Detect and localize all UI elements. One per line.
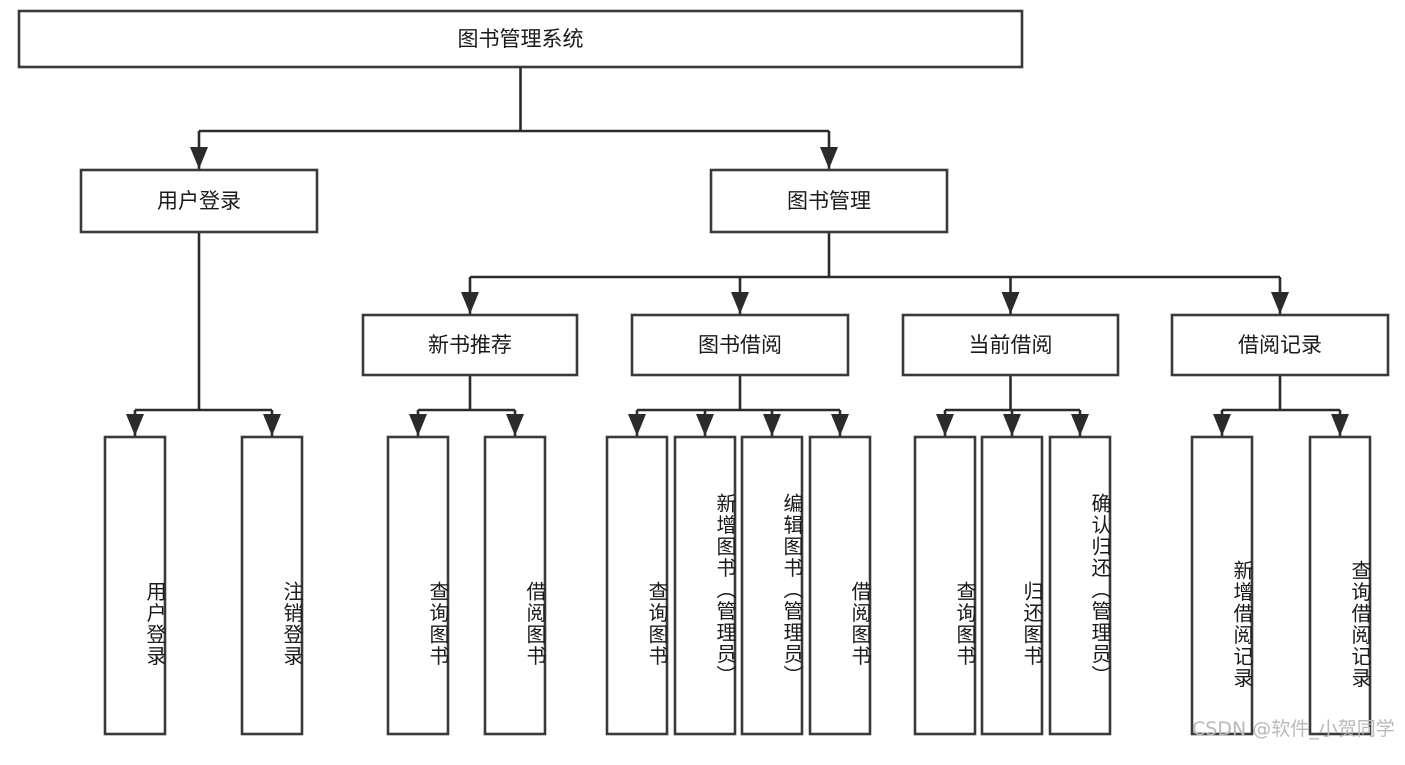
arrow-head-icon: [1001, 292, 1020, 314]
arrow-head-icon: [190, 147, 208, 169]
node-leaf-add-book[interactable]: [673, 435, 737, 736]
arrow-head-icon: [1213, 414, 1231, 436]
node-leaf-borrow-book-1[interactable]: [483, 435, 547, 736]
arrow-head-icon: [820, 147, 838, 169]
node-leaf-borrow-book-2[interactable]: [808, 435, 872, 736]
node-user-login-label: 用户登录: [157, 189, 241, 213]
arrow-head-icon: [831, 414, 849, 436]
node-book-manage[interactable]: [709, 168, 949, 234]
arrow-head-icon: [409, 414, 427, 436]
arrow-head-icon: [1331, 414, 1349, 436]
node-new-book-rec-label: 新书推荐: [428, 333, 512, 357]
node-root[interactable]: [17, 9, 1024, 69]
node-book-manage-label: 图书管理: [787, 189, 871, 213]
arrow-head-icon: [506, 414, 524, 436]
arrow-head-icon: [763, 414, 781, 436]
arrow-head-icon: [1271, 292, 1289, 314]
node-leaf-query-record[interactable]: [1308, 435, 1372, 736]
functional-structure-diagram: 图书管理系统用户登录图书管理新书推荐图书借阅当前借阅借阅记录 用户登录注销登录查…: [17, 9, 1395, 740]
node-current-borrow[interactable]: [901, 313, 1120, 377]
arrow-head-icon: [628, 414, 646, 436]
boxes-layer: [17, 9, 1390, 736]
csdn-watermark: CSDN @软件_小贺同学: [1192, 718, 1395, 740]
arrow-head-icon: [1003, 414, 1021, 436]
node-leaf-edit-book[interactable]: [740, 435, 804, 736]
arrow-head-icon: [696, 414, 714, 436]
node-root-label: 图书管理系统: [458, 27, 584, 51]
arrow-head-icon: [1071, 414, 1089, 436]
node-book-borrow[interactable]: [630, 313, 850, 377]
node-borrow-record[interactable]: [1170, 313, 1390, 377]
arrow-head-icon: [936, 414, 954, 436]
node-leaf-query-book-2[interactable]: [605, 435, 669, 736]
connectors-layer: [126, 67, 1349, 436]
node-leaf-user-logout[interactable]: [240, 435, 304, 736]
node-leaf-query-book-3[interactable]: [913, 435, 977, 736]
node-leaf-add-record[interactable]: [1190, 435, 1254, 736]
arrow-head-icon: [126, 414, 144, 436]
node-leaf-return-book[interactable]: [980, 435, 1044, 736]
node-borrow-record-label: 借阅记录: [1238, 333, 1322, 357]
node-book-borrow-label: 图书借阅: [698, 333, 782, 357]
arrow-head-icon: [461, 292, 479, 314]
node-current-borrow-label: 当前借阅: [969, 333, 1053, 357]
node-new-book-rec[interactable]: [361, 313, 579, 377]
node-leaf-user-login[interactable]: [103, 435, 167, 736]
arrow-head-icon: [263, 414, 281, 436]
node-leaf-confirm-return[interactable]: [1048, 435, 1112, 736]
node-user-login[interactable]: [79, 168, 319, 234]
node-leaf-query-book-1[interactable]: [386, 435, 450, 736]
arrow-head-icon: [731, 292, 749, 314]
